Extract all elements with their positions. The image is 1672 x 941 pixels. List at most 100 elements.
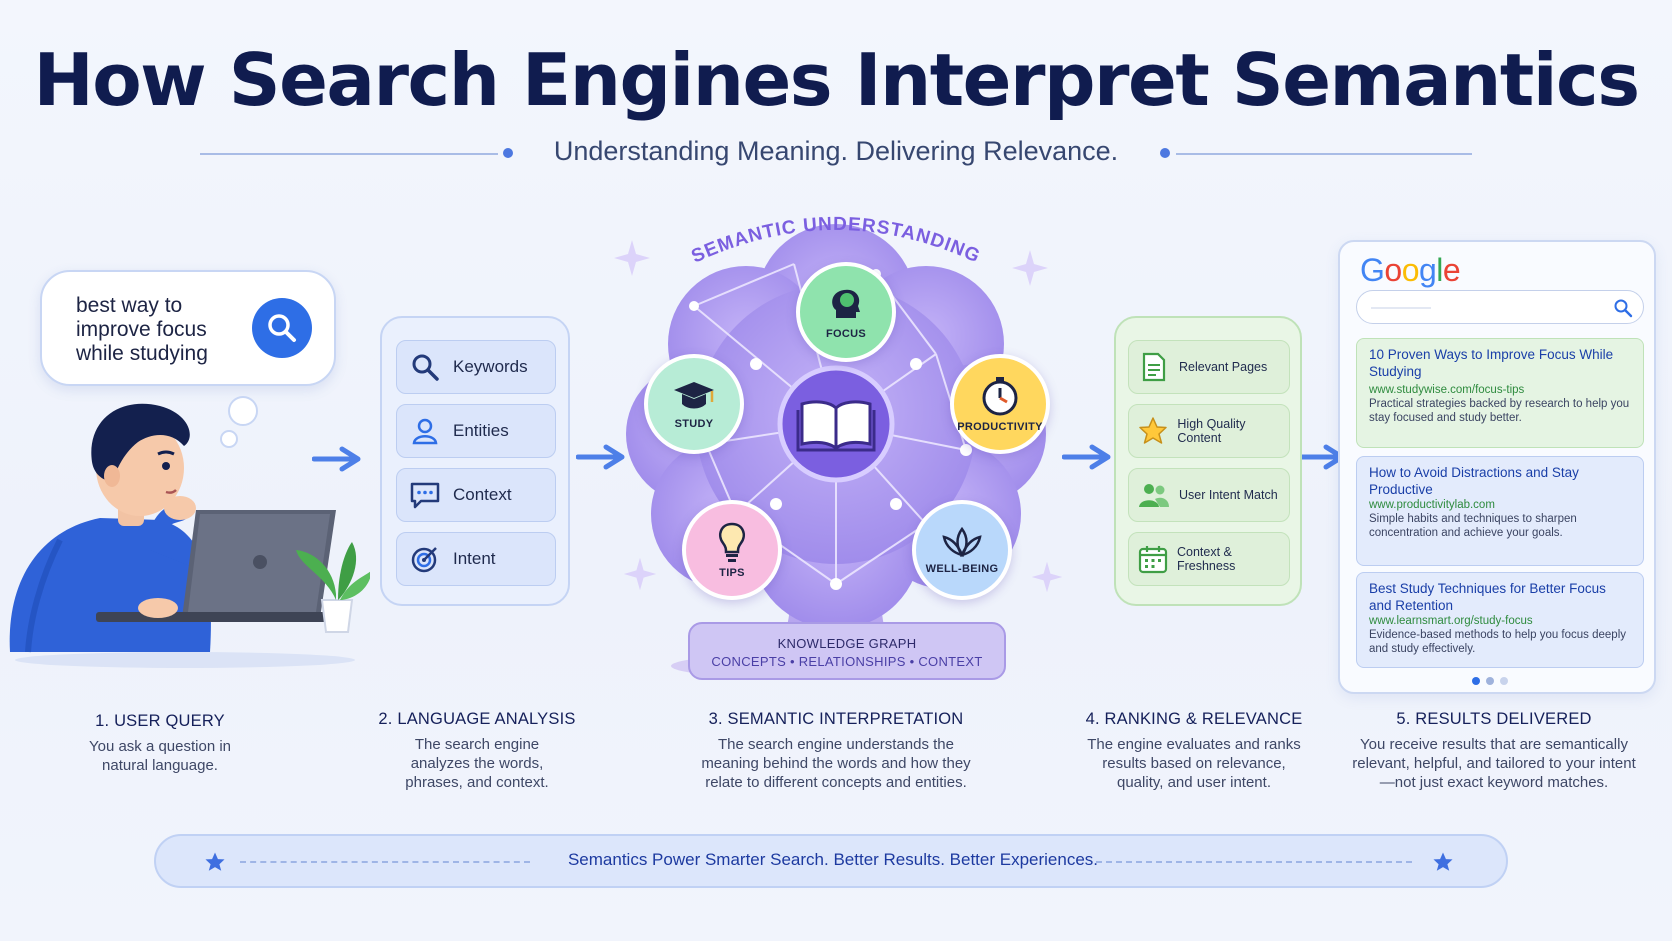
result-description: Practical strategies backed by research … [1369, 398, 1630, 424]
ranking-item-relevant-pages: Relevant Pages [1128, 340, 1290, 394]
step-title: 3. SEMANTIC INTERPRETATION [708, 710, 964, 728]
ranking-label: User Intent Match [1179, 488, 1278, 502]
person-icon [412, 418, 438, 445]
step-description: The engine evaluates and ranks results b… [1087, 736, 1301, 791]
google-logo: Google [1360, 252, 1461, 289]
concept-focus: FOCUS [796, 262, 896, 362]
subtitle-dot-right [1160, 148, 1170, 158]
ranking-item-high-quality: High Quality Content [1128, 404, 1290, 458]
analysis-label: Intent [453, 549, 496, 568]
star-icon [205, 852, 225, 871]
search-result-3[interactable]: Best Study Techniques for Better Focus a… [1356, 572, 1644, 668]
concept-label: WELL-BEING [925, 563, 999, 575]
analysis-item-entities: Entities [396, 404, 556, 458]
pager-dot-active[interactable] [1472, 677, 1480, 685]
ranking-item-context-freshness: Context & Freshness [1128, 532, 1290, 586]
arrow-right-icon [1062, 444, 1111, 470]
result-description: Evidence-based methods to help you focus… [1369, 629, 1626, 655]
result-title[interactable]: Best Study Techniques for Better Focus a… [1369, 581, 1606, 613]
chat-bubble-icon [410, 482, 440, 509]
analysis-item-intent: Intent [396, 532, 556, 586]
result-url: www.learnsmart.org/study-focus [1369, 615, 1533, 627]
knowledge-graph-box: KNOWLEDGE GRAPH CONCEPTS • RELATIONSHIPS… [688, 622, 1006, 680]
step-caption-3: 3. SEMANTIC INTERPRETATION The search en… [676, 710, 996, 792]
google-logo-letter: o [1401, 252, 1420, 288]
google-logo-letter: G [1360, 252, 1385, 288]
svg-text:SEMANTIC UNDERSTANDING: SEMANTIC UNDERSTANDING [688, 214, 983, 268]
step-caption-5: 5. RESULTS DELIVERED You receive results… [1344, 710, 1644, 792]
result-title[interactable]: How to Avoid Distractions and Stay Produ… [1369, 465, 1579, 497]
ranking-label: Relevant Pages [1179, 360, 1268, 374]
document-icon [1142, 352, 1166, 382]
analysis-label: Context [453, 485, 512, 504]
thought-bubble-large [228, 396, 258, 426]
results-search-input[interactable] [1356, 290, 1644, 324]
analysis-item-context: Context [396, 468, 556, 522]
subtitle: Understanding Meaning. Delivering Releva… [553, 136, 1119, 166]
query-bubble: best way to improve focus while studying [40, 270, 336, 386]
subtitle-dot-left [503, 148, 513, 158]
knowledge-graph-subtitle: CONCEPTS • RELATIONSHIPS • CONTEXT [711, 654, 983, 669]
search-results-panel: Google 10 Proven Ways to Improve Focus W… [1338, 240, 1656, 694]
step-title: 4. RANKING & RELEVANCE [1085, 710, 1303, 728]
language-analysis-panel: Keywords Entities Context Intent [380, 316, 570, 606]
search-result-2[interactable]: How to Avoid Distractions and Stay Produ… [1356, 456, 1644, 566]
result-url: www.studywise.com/focus-tips [1369, 384, 1525, 396]
concept-label: FOCUS [826, 328, 866, 340]
analysis-item-keywords: Keywords [396, 340, 556, 394]
pager-dot[interactable] [1500, 677, 1508, 685]
subtitle-line-right [1176, 153, 1472, 155]
query-text: best way to improve focus while studying [76, 294, 208, 365]
open-book-icon [796, 400, 876, 452]
search-icon [268, 314, 296, 342]
lotus-icon [942, 526, 982, 558]
step-caption-4: 4. RANKING & RELEVANCE The engine evalua… [1074, 710, 1314, 792]
google-logo-letter: o [1384, 252, 1402, 288]
footer-banner: Semantics Power Smarter Search. Better R… [154, 834, 1508, 888]
concept-label: STUDY [674, 418, 714, 430]
thought-bubble-small [220, 430, 238, 448]
footer-text: Semantics Power Smarter Search. Better R… [567, 850, 1099, 869]
magnifier-icon [412, 354, 439, 381]
subtitle-line-left [200, 153, 498, 155]
analysis-label: Keywords [453, 357, 528, 376]
sparkle-icon [623, 557, 657, 591]
lightbulb-icon [719, 522, 745, 562]
step-description: The search engine analyzes the words, ph… [405, 736, 549, 791]
step-description: You ask a question in natural language. [88, 738, 232, 774]
search-result-1[interactable]: 10 Proven Ways to Improve Focus While St… [1356, 338, 1644, 448]
head-brain-icon [832, 289, 860, 318]
concept-label: TIPS [719, 567, 745, 579]
graduation-cap-icon [674, 382, 714, 409]
sparkle-icon [1012, 250, 1048, 286]
step-caption-1: 1. USER QUERY You ask a question in natu… [60, 712, 260, 775]
concept-study: STUDY [644, 354, 744, 454]
arc-label-text: SEMANTIC UNDERSTANDING [688, 214, 982, 268]
arrow-right-icon [576, 444, 625, 470]
calendar-icon [1138, 546, 1168, 574]
step-caption-2: 2. LANGUAGE ANALYSIS The search engine a… [362, 710, 592, 792]
concept-productivity: PRODUCTIVITY [950, 354, 1050, 454]
star-icon [1433, 852, 1453, 871]
semantic-understanding-arc-label: SEMANTIC UNDERSTANDING [688, 214, 983, 268]
pager-dot[interactable] [1486, 677, 1494, 685]
concept-well-being: WELL-BEING [912, 500, 1012, 600]
result-url: www.productivitylab.com [1369, 499, 1495, 511]
result-description: Simple habits and techniques to sharpen … [1369, 513, 1577, 539]
ranking-label: High Quality Content [1177, 417, 1246, 445]
star-icon [1139, 417, 1167, 444]
search-input-placeholder-line [1371, 307, 1431, 309]
step-title: 5. RESULTS DELIVERED [1396, 710, 1592, 728]
result-title[interactable]: 10 Proven Ways to Improve Focus While St… [1369, 347, 1614, 379]
concept-tips: TIPS [682, 500, 782, 600]
google-logo-letter: g [1418, 252, 1437, 288]
step-description: The search engine understands the meanin… [701, 736, 971, 791]
google-logo-letter: e [1442, 252, 1461, 288]
step-title: 1. USER QUERY [95, 712, 225, 730]
ranking-panel: Relevant Pages High Quality Content User… [1114, 316, 1302, 606]
ranking-label: Context & Freshness [1176, 545, 1236, 573]
person-at-laptop-illustration [9, 403, 370, 668]
search-button[interactable] [252, 298, 312, 358]
footer-dash-right [1096, 861, 1412, 863]
target-icon [411, 547, 437, 573]
